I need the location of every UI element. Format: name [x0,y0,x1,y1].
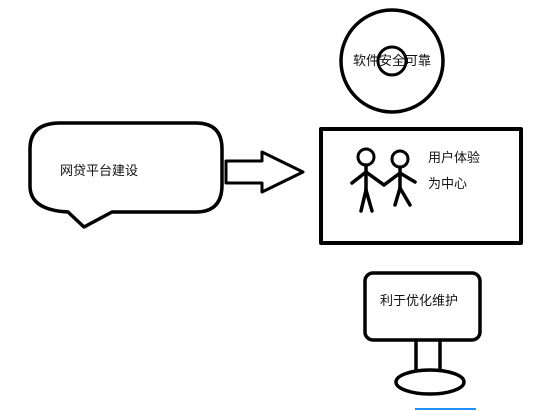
disc-label: 软件安全可靠 [353,53,431,69]
disc-icon [339,8,445,114]
speech-bubble-label: 网贷平台建设 [60,164,138,179]
speech-bubble [28,121,224,229]
right-arrow-icon [224,150,305,194]
user-experience-panel [319,127,523,245]
panel-label-line2: 为中心 [428,177,467,192]
panel-label-line1: 用户体验 [428,150,480,166]
computer-monitor-icon [363,271,482,396]
stick-figures-icon [350,147,417,213]
monitor-label: 利于优化维护 [380,294,458,309]
